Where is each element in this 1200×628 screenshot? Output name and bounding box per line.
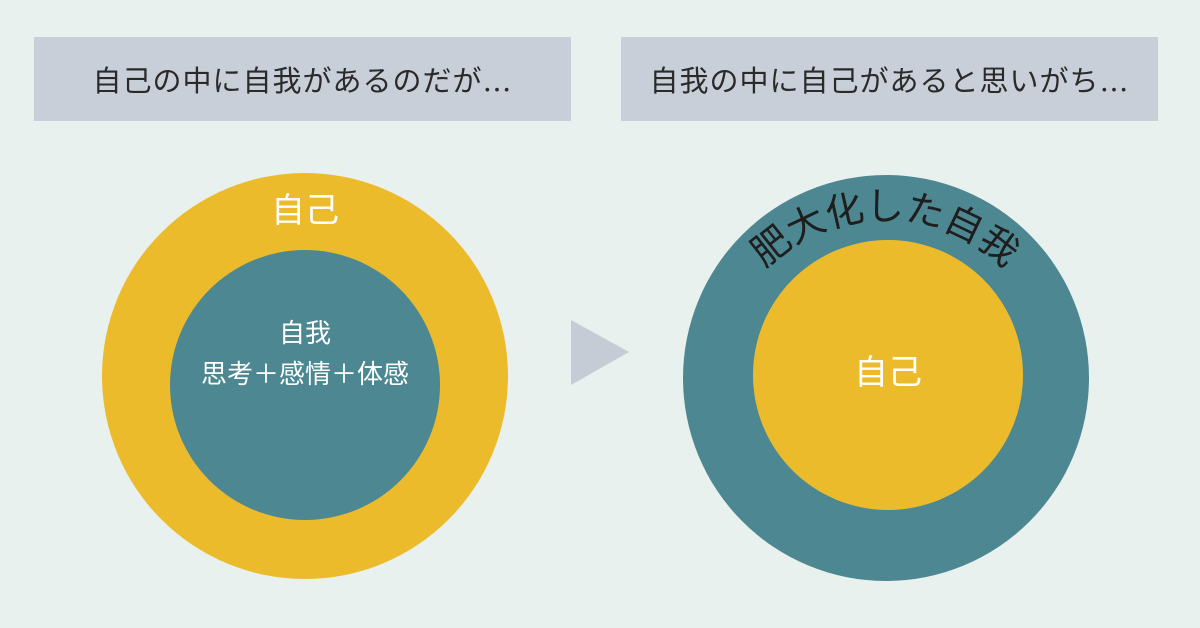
- right-caption-box: 自我の中に自己があると思いがち…: [621, 37, 1158, 121]
- left-inner-title: 自我: [279, 319, 331, 349]
- left-outer-label: 自己: [271, 191, 339, 231]
- left-inner-circle: [170, 250, 440, 520]
- left-inner-subtitle: 思考＋感情＋体感: [201, 360, 409, 390]
- right-inner-circle: [753, 240, 1023, 510]
- right-caption-text: 自我の中に自己があると思いがち…: [649, 64, 1130, 98]
- right-inner-label: 自己: [854, 353, 922, 393]
- triangle-right-icon: [571, 320, 629, 385]
- left-caption-box: 自己の中に自我があるのだが…: [34, 37, 571, 121]
- left-caption-text: 自己の中に自我があるのだが…: [92, 64, 513, 98]
